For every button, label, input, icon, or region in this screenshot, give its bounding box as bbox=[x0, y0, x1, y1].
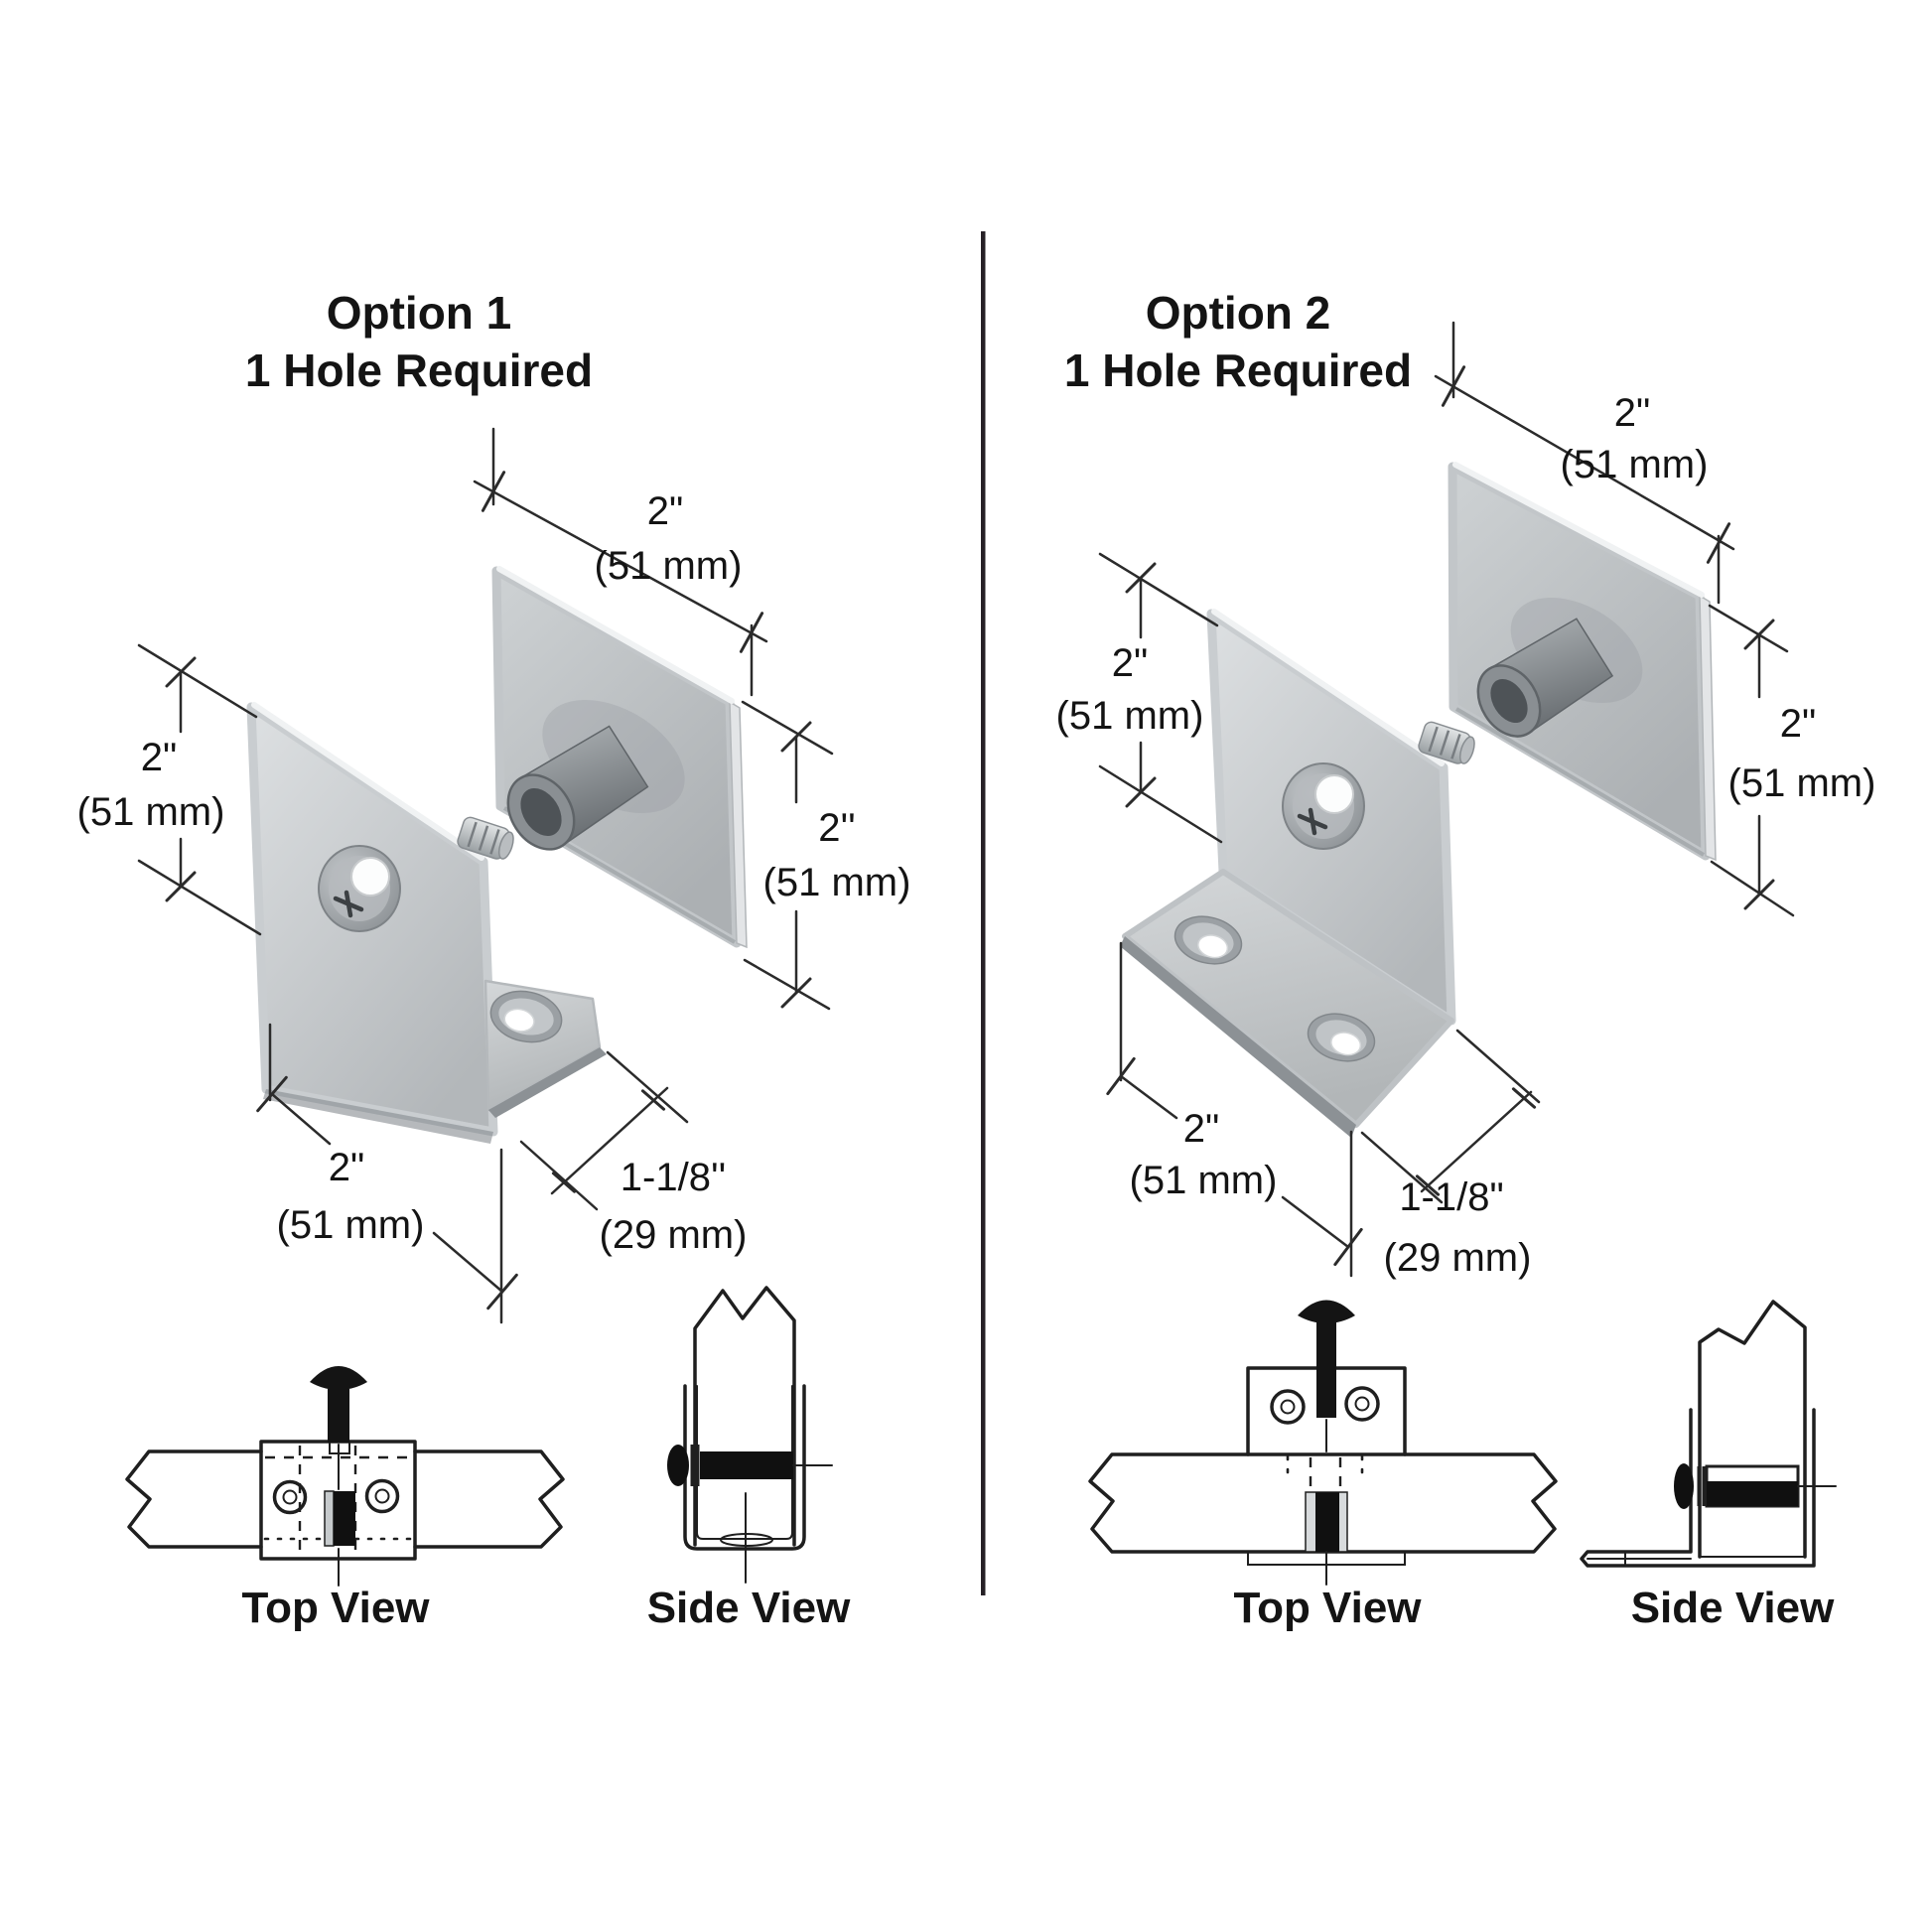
bracket-plate-highlight bbox=[251, 702, 484, 861]
panel-right-break bbox=[413, 1449, 565, 1549]
option1-dim-left-mm: (51 mm) bbox=[77, 790, 225, 834]
option1-dim-left-inch: 2" bbox=[141, 736, 177, 779]
bracket-plate-shadow bbox=[263, 1089, 493, 1144]
option1-dim-depth: 1-1/8'' (29 mm) bbox=[519, 1050, 748, 1257]
stud-section-dark bbox=[1315, 1492, 1339, 1552]
option1-title: Option 1 bbox=[327, 287, 512, 339]
option1-dim-width-mm: (51 mm) bbox=[277, 1203, 425, 1247]
option2-dim-left-mm: (51 mm) bbox=[1056, 694, 1204, 738]
flange-hole bbox=[489, 990, 563, 1043]
bracket-flange bbox=[483, 979, 607, 1118]
section-divider bbox=[981, 231, 986, 1595]
option2-dim-width: 2" (51 mm) bbox=[1106, 941, 1363, 1278]
wall-plate-highlight bbox=[496, 566, 735, 704]
option1-dim-depth-inch: 1-1/8'' bbox=[621, 1156, 726, 1199]
clamp-and-foot-outline bbox=[1580, 1408, 1816, 1568]
option1-wall-plate bbox=[491, 566, 748, 949]
bolt-head bbox=[1674, 1463, 1694, 1509]
bracket-center-hole bbox=[1282, 762, 1365, 850]
flange-edge bbox=[488, 1047, 607, 1118]
screw-shaft bbox=[328, 1389, 349, 1443]
option1-dim-right-inch: 2'' bbox=[818, 806, 856, 850]
option2-dim-left-inch: 2" bbox=[1112, 641, 1148, 685]
option2-dim-depth-inch: 1-1/8" bbox=[1399, 1175, 1503, 1219]
washer-right bbox=[364, 1478, 400, 1514]
option2-side-view: Side View bbox=[1580, 1300, 1837, 1632]
option2-dim-right-inch: 2" bbox=[1780, 702, 1816, 746]
option1-subtitle: 1 Hole Required bbox=[245, 345, 593, 396]
threaded-stud bbox=[457, 816, 514, 860]
option1-dim-top: 2" (51 mm) bbox=[473, 427, 768, 697]
option1-top-view: Top View bbox=[125, 1366, 565, 1632]
foot-hole-1 bbox=[1173, 915, 1243, 965]
option2-subtitle: 1 Hole Required bbox=[1064, 345, 1412, 396]
screw-head bbox=[310, 1366, 367, 1390]
threaded-stud bbox=[1418, 721, 1475, 764]
option1-dim-right-mm: (51 mm) bbox=[763, 861, 911, 904]
option1-dim-depth-mm: (29 mm) bbox=[600, 1213, 748, 1257]
panel-profile bbox=[1698, 1300, 1807, 1559]
bracket-plate-highlight bbox=[1211, 609, 1445, 766]
option2-dim-depth: 1-1/8" (29 mm) bbox=[1360, 1029, 1541, 1280]
option1-dim-right: 2'' (51 mm) bbox=[741, 700, 911, 1011]
washer-left bbox=[1270, 1389, 1306, 1425]
screw-shaft bbox=[1316, 1322, 1336, 1418]
option2-top-view: Top View bbox=[1088, 1300, 1558, 1632]
option2-section: Option 2 1 Hole Required bbox=[1056, 287, 1876, 1632]
option2-dim-right-mm: (51 mm) bbox=[1728, 761, 1876, 805]
bolt-shaft bbox=[700, 1451, 793, 1479]
screw-head bbox=[1298, 1300, 1355, 1323]
option2-bracket bbox=[1120, 609, 1475, 1138]
option1-dim-left: 2" (51 mm) bbox=[77, 643, 262, 936]
option1-top-view-label: Top View bbox=[241, 1584, 430, 1632]
washer-left bbox=[272, 1479, 308, 1515]
wall-plate-highlight bbox=[1452, 462, 1705, 598]
washer-right bbox=[1344, 1386, 1380, 1422]
foot-hole-2 bbox=[1307, 1013, 1376, 1062]
stud-section-dark bbox=[334, 1491, 355, 1546]
option2-top-view-label: Top View bbox=[1233, 1584, 1422, 1632]
foot-front-edge bbox=[1120, 936, 1356, 1138]
bolt-head bbox=[667, 1445, 689, 1486]
bracket-foot bbox=[1120, 869, 1454, 1138]
option2-dim-right: 2" (51 mm) bbox=[1708, 604, 1876, 917]
option1-dim-width-inch: 2" bbox=[329, 1146, 364, 1189]
bracket-center-hole bbox=[318, 845, 401, 932]
panel-profile bbox=[693, 1286, 796, 1547]
option2-dim-left: 2" (51 mm) bbox=[1056, 552, 1223, 844]
option1-dim-width: 2" (51 mm) bbox=[256, 1023, 518, 1324]
option2-dim-top: 2" (51 mm) bbox=[1434, 321, 1735, 605]
option2-side-view-label: Side View bbox=[1631, 1584, 1835, 1632]
option1-side-view-label: Side View bbox=[647, 1584, 851, 1632]
option1-bracket bbox=[246, 702, 607, 1144]
option1-side-view: Side View bbox=[647, 1286, 851, 1632]
option1-dim-top-inch: 2" bbox=[647, 489, 683, 533]
option2-dim-depth-mm: (29 mm) bbox=[1384, 1236, 1532, 1280]
option2-dim-width-inch: 2" bbox=[1183, 1107, 1219, 1151]
option1-dim-top-mm: (51 mm) bbox=[595, 544, 743, 588]
wall-plate-shadow bbox=[1454, 707, 1706, 857]
option2-dim-top-mm: (51 mm) bbox=[1561, 443, 1709, 486]
stud-tube-bore bbox=[1490, 678, 1528, 724]
option2-dim-width-mm: (51 mm) bbox=[1130, 1159, 1278, 1202]
option2-dim-top-inch: 2" bbox=[1614, 391, 1650, 435]
phillips-mark2 bbox=[1308, 807, 1317, 836]
option2-wall-plate bbox=[1448, 462, 1717, 862]
wall-plate-edge bbox=[729, 700, 748, 949]
stud-section-light bbox=[324, 1490, 335, 1547]
bolt-shaft bbox=[1707, 1481, 1798, 1506]
wall-plate-edge bbox=[1699, 594, 1717, 862]
panel-left-break bbox=[125, 1449, 263, 1549]
option1-section: Option 1 1 Hole Required bbox=[77, 287, 911, 1632]
stud-tube-bore bbox=[520, 788, 562, 836]
phillips-mark2 bbox=[344, 890, 353, 918]
option2-title: Option 2 bbox=[1146, 287, 1331, 339]
